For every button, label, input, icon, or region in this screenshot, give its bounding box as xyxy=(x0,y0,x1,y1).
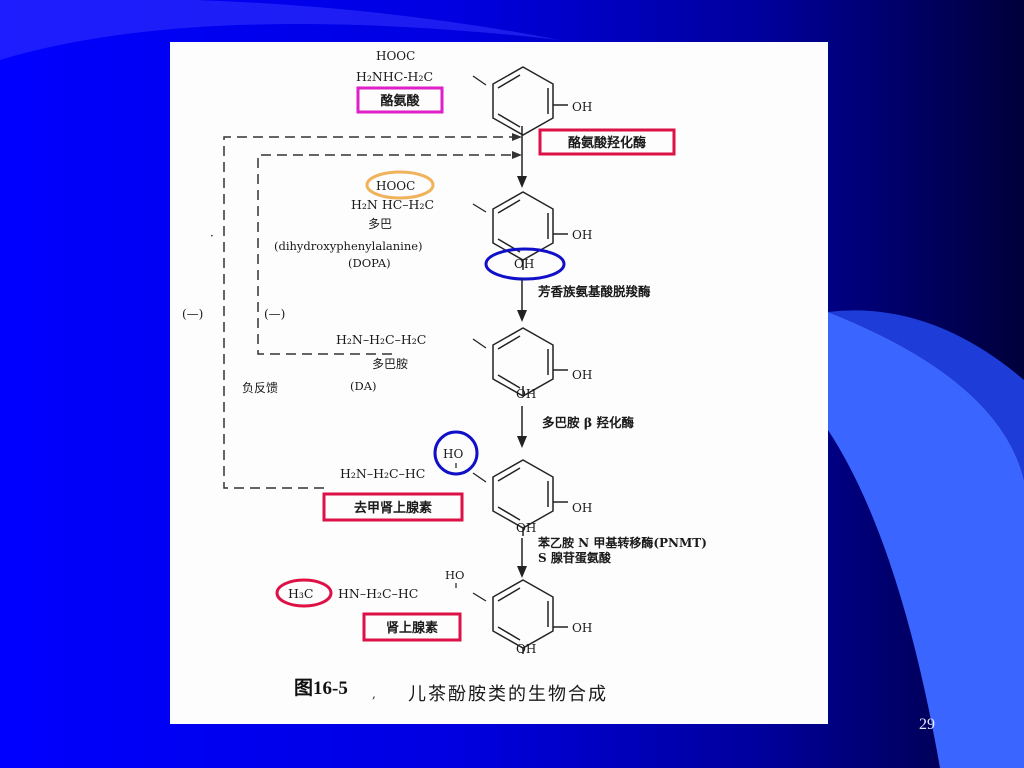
enzyme-3-label: 多巴胺 β 羟化酶 xyxy=(542,415,635,430)
enzyme-4-line1: 苯乙胺 N 甲基转移酶(PNMT) xyxy=(537,535,707,550)
figure-number: 图16-5 xyxy=(294,677,348,699)
ne-label-box xyxy=(322,492,464,522)
dopamine-oh-bottom: OH xyxy=(516,387,536,401)
right-wedge-light xyxy=(828,312,1024,768)
ne-oh-right: OH xyxy=(572,501,592,515)
tyrosine-ring xyxy=(492,66,568,136)
ne-ho-highlight xyxy=(433,430,479,476)
inhibit-inner: (—) xyxy=(264,307,285,321)
right-wedge-dark xyxy=(828,310,1024,480)
epi-label-box xyxy=(362,612,462,642)
tyrosine-label-box xyxy=(356,86,444,114)
tyrosine-oh: OH xyxy=(572,100,592,114)
dopamine-oh-right: OH xyxy=(572,368,592,382)
dopa-cooh-highlight xyxy=(365,170,435,200)
dopa-full-name: (dihydroxyphenylalanine) xyxy=(274,239,423,253)
inhibit-outer: (—) xyxy=(182,307,203,321)
dopa-cooh: HOOC xyxy=(376,179,415,193)
dopamine-label: 多巴胺 xyxy=(372,357,408,371)
catecholamine-pathway-diagram: HOOC H₂NHC-H₂C OH 酪氨酸 酪氨酸羟化酶 HOOC H₂N HC… xyxy=(182,49,707,705)
dopa-oh-highlight xyxy=(484,247,566,281)
dopa-oh-right: OH xyxy=(572,228,592,242)
figure-title: 儿茶酚胺类的生物合成 xyxy=(408,684,608,705)
dopa-oh-bottom: OH xyxy=(514,257,534,271)
svg-text:·: · xyxy=(210,229,214,243)
enzyme-1-box xyxy=(538,128,676,156)
tyrosine-chain: H₂NHC-H₂C xyxy=(356,69,433,84)
ne-ho: HO xyxy=(443,447,463,461)
epi-ring xyxy=(492,579,568,654)
dopamine-abbr: (DA) xyxy=(350,379,377,393)
diagram-panel: HOOC H₂NHC-H₂C OH 酪氨酸 酪氨酸羟化酶 HOOC H₂N HC… xyxy=(170,42,828,724)
dopamine-ring xyxy=(492,327,568,397)
ne-chain: H₂N–H₂C–HC xyxy=(340,466,425,481)
ne-oh-bottom: OH xyxy=(516,521,536,535)
top-swoosh xyxy=(0,0,560,60)
ne-ring xyxy=(492,459,568,536)
epi-chain: HN–H₂C–HC xyxy=(338,586,418,601)
enzyme-1-label: 酪氨酸羟化酶 xyxy=(568,135,646,151)
tyrosine-cooh: HOOC xyxy=(376,49,415,63)
enzyme-4-line2: S 腺苷蛋氨酸 xyxy=(538,550,612,565)
ne-label: 去甲肾上腺素 xyxy=(354,500,432,516)
epi-oh-right: OH xyxy=(572,621,592,635)
dopa-chain: H₂N HC–H₂C xyxy=(351,197,434,212)
epi-oh-bottom: OH xyxy=(516,642,536,656)
enzyme-2-label: 芳香族氨基酸脱羧酶 xyxy=(538,284,651,299)
tyrosine-label: 酪氨酸 xyxy=(380,93,420,109)
epi-ho: HO xyxy=(445,568,464,582)
dopamine-chain: H₂N–H₂C–H₂C xyxy=(336,332,426,347)
feedback-label: 负反馈 xyxy=(242,381,278,395)
caption-separator: , xyxy=(372,687,376,701)
dopa-label: 多巴 xyxy=(368,217,392,231)
dopa-abbr: (DOPA) xyxy=(348,256,391,270)
epi-methyl: H₃C xyxy=(288,586,313,601)
epi-methyl-highlight xyxy=(275,578,333,608)
feedback-lines xyxy=(223,136,512,489)
epi-label: 肾上腺素 xyxy=(386,620,438,636)
page-number: 29 xyxy=(919,716,935,733)
